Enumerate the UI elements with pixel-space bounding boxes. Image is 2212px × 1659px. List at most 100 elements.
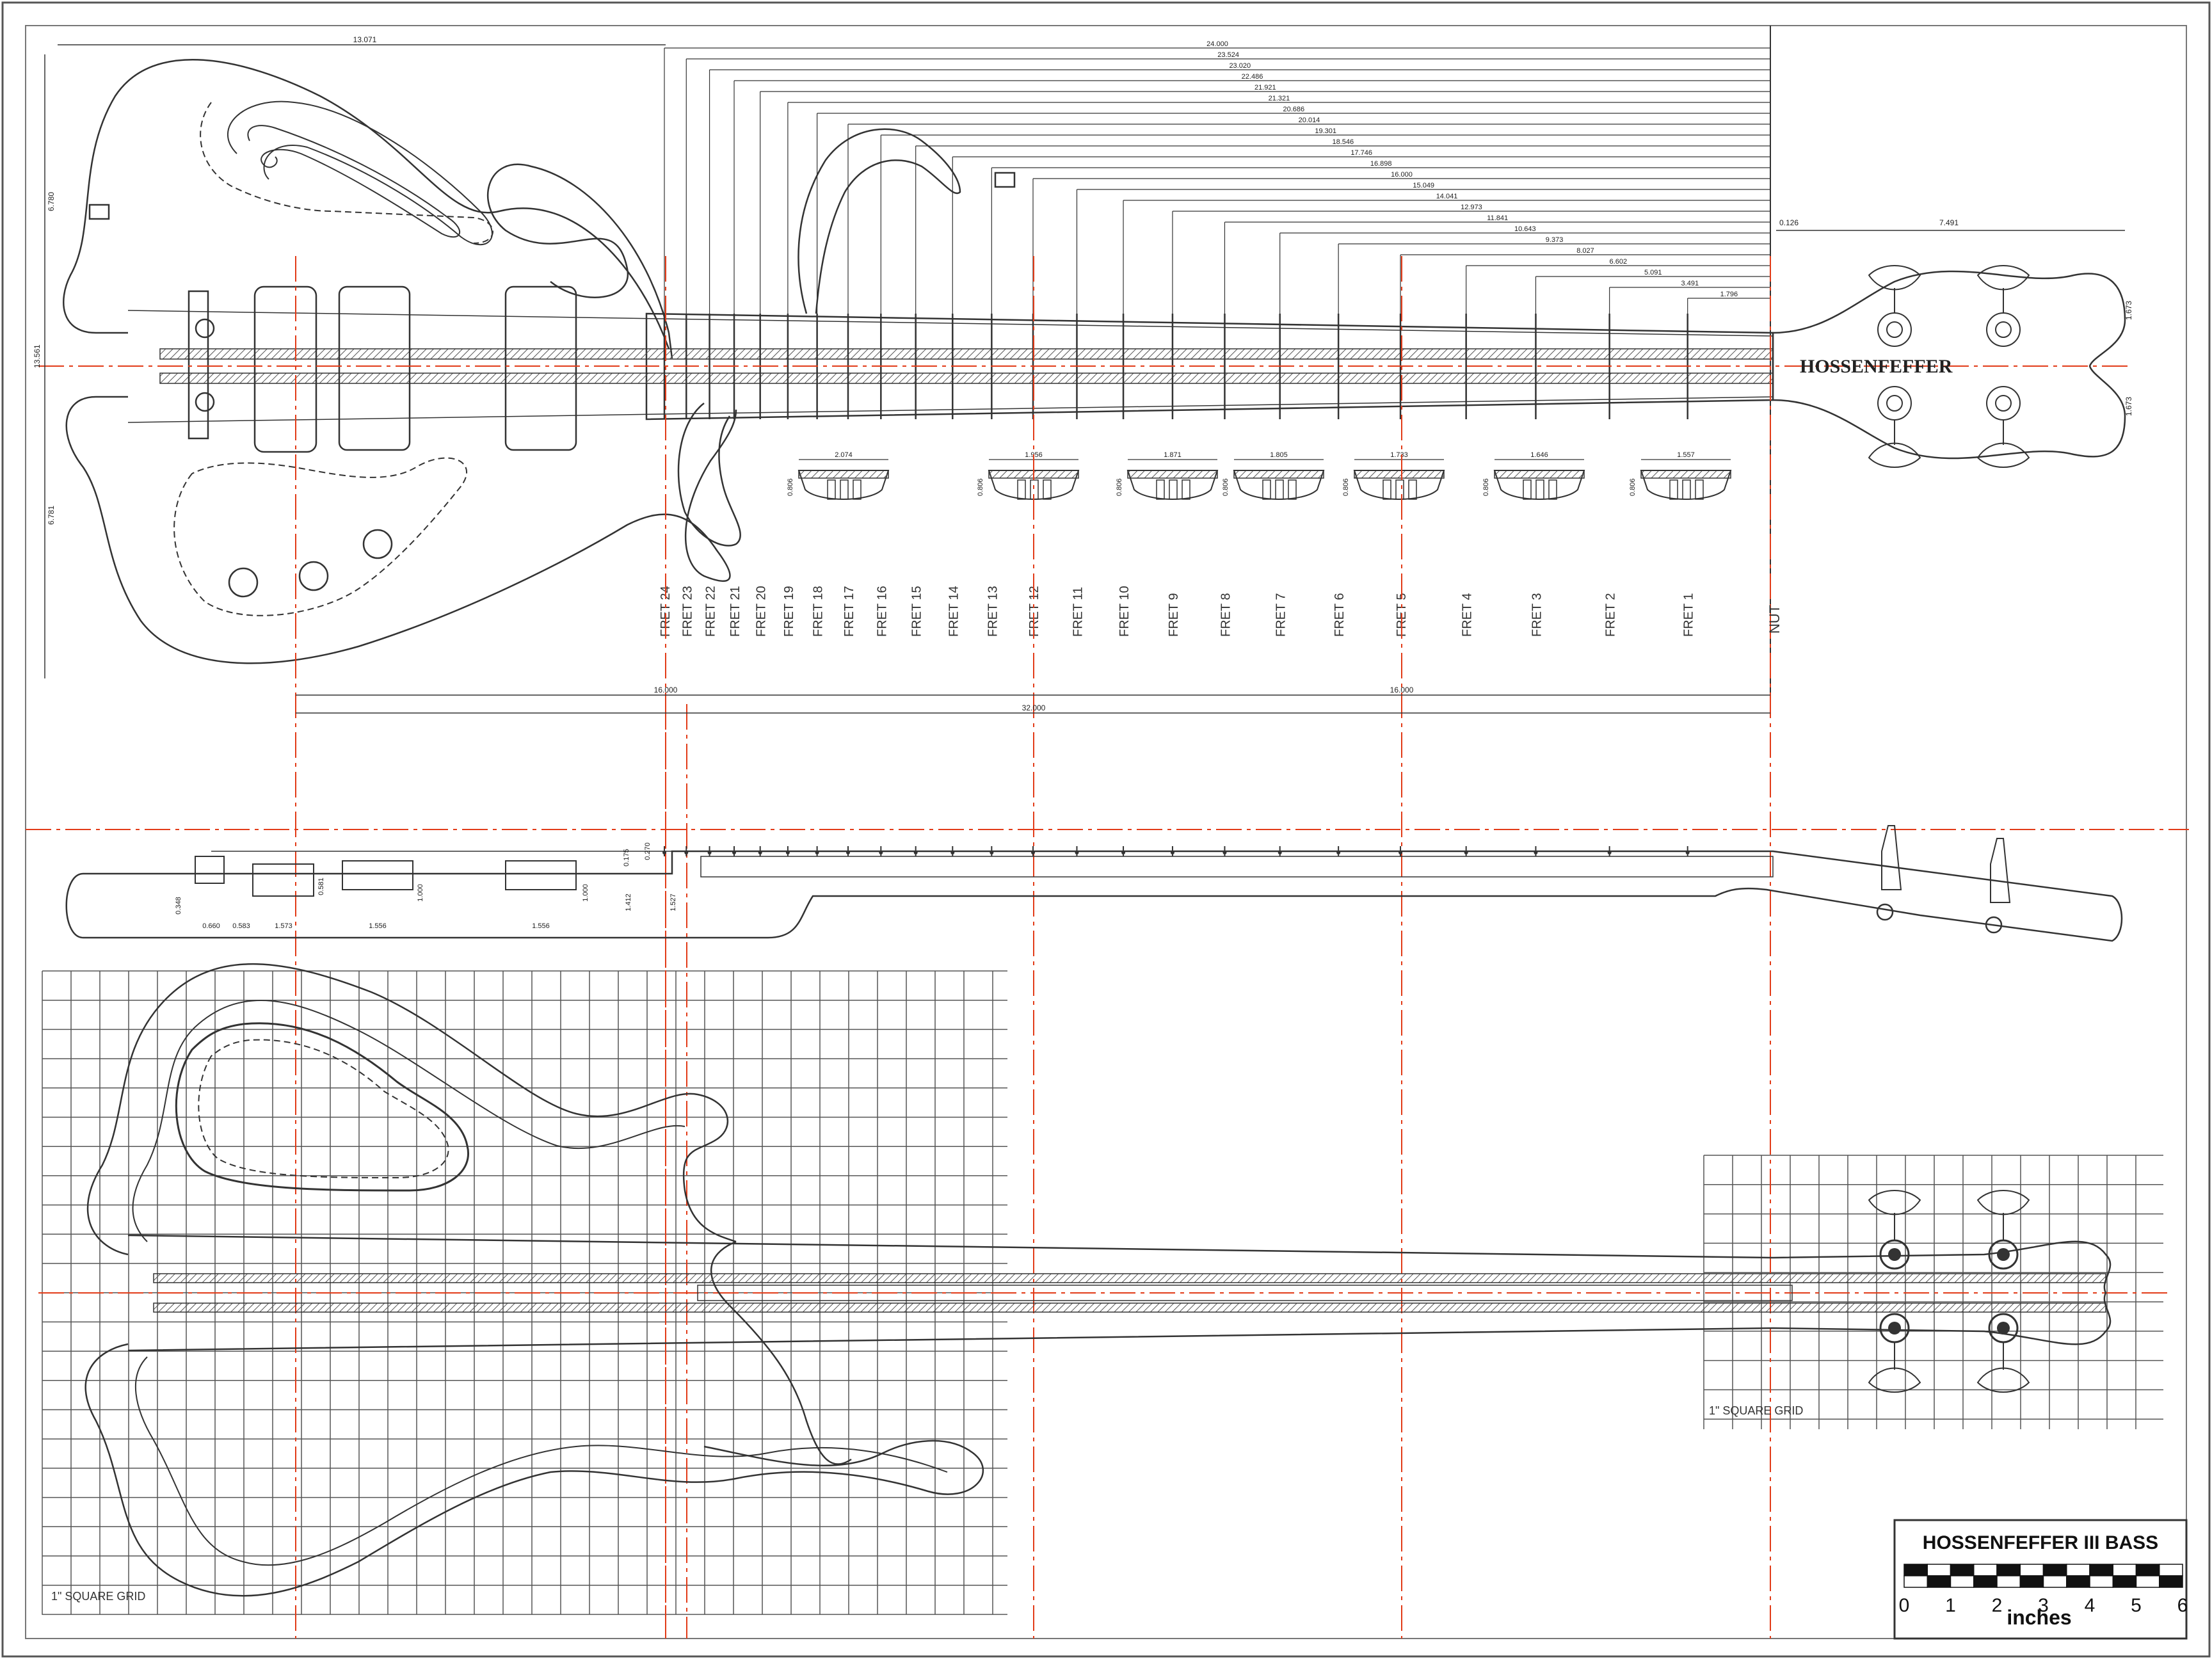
fret-dim-text: 20.014 (1299, 116, 1320, 124)
scale-bar-cell (2089, 1575, 2113, 1588)
fret-label: FRET 17 (842, 586, 856, 637)
fret-label: FRET 20 (755, 586, 769, 637)
side-fret-dot (1607, 851, 1612, 854)
back-tuner-key (1868, 1190, 1921, 1215)
fret-dim-text: 9.373 (1546, 236, 1564, 244)
fret-label: FRET 23 (680, 586, 694, 637)
fret-dim-text: 22.486 (1242, 73, 1263, 81)
side-tuner-post-1 (1881, 825, 1902, 890)
top-side-stud-2 (994, 172, 1016, 188)
scale-bar-cell (1973, 1564, 1998, 1576)
top-pickguard (200, 102, 493, 244)
scale-bar-cell (1973, 1575, 1998, 1588)
side-dim-text: 0.175 (623, 849, 630, 867)
side-fret-dot (684, 851, 689, 854)
inlay-width-text: 1.557 (1677, 451, 1695, 459)
tuner-post (1877, 312, 1912, 347)
headstock-length-text: 7.491 (1939, 218, 1959, 227)
red-vertical-references (295, 256, 1771, 1639)
scale-bar-cell (2019, 1575, 2044, 1588)
side-fret-dot (1278, 851, 1282, 854)
scale-bar-cell (1950, 1575, 1975, 1588)
scale-bar-cell (2066, 1564, 2090, 1576)
side-fret-dot (990, 851, 994, 854)
back-truss-channel-1 (153, 1273, 2106, 1283)
inlay-slot (1156, 479, 1165, 500)
inlay-width-text: 1.733 (1390, 451, 1408, 459)
inlay-height-text: 0.806 (1116, 478, 1123, 496)
back-view (84, 963, 2112, 1597)
fret-label: FRET 2 (1604, 593, 1618, 637)
headstock-logo: HOSSENFEFFER (1800, 356, 1953, 377)
fret-dim-text: 8.027 (1576, 247, 1594, 255)
inlay-slot (1169, 479, 1178, 500)
back-tuner-key (1976, 1190, 2030, 1215)
scale-bar-label: 4 (2085, 1595, 2096, 1616)
fret-dim-text: 11.841 (1487, 214, 1508, 222)
side-fret-dot (1685, 851, 1690, 854)
half-scale-right-text: 16.000 (1390, 685, 1414, 694)
side-fret-dot (879, 851, 883, 854)
fret-label: FRET 16 (875, 586, 889, 637)
headstock-square-grid (1703, 1155, 2163, 1429)
inlay-hatch (1640, 470, 1731, 479)
top-body-inner-upper (227, 100, 493, 246)
side-dim-text: 1.556 (532, 922, 550, 930)
nut-offset-text: 0.126 (1779, 218, 1799, 227)
fret-dim-text: 6.602 (1610, 258, 1628, 266)
inlay-hatch (798, 470, 889, 479)
inlay-height-text: 0.806 (1342, 478, 1350, 496)
fret-label: FRET 12 (1027, 586, 1041, 637)
inlay-height-text: 0.806 (1482, 478, 1490, 496)
back-tuner-hub (1888, 1248, 1901, 1261)
top-body-outer-outline (63, 58, 670, 349)
scale-bar-label: 3 (2038, 1595, 2049, 1616)
top-headstock-outline (1772, 270, 2126, 460)
body-length-text: 13.071 (353, 35, 377, 44)
side-fret-dot (732, 851, 737, 854)
side-fret-dot (950, 851, 955, 854)
top-neck-inner-top (127, 310, 1774, 337)
fret-dim-text: 23.020 (1229, 62, 1251, 70)
inlay-slot (1275, 479, 1284, 500)
scale-bar-cell (2042, 1564, 2067, 1576)
drawing-frame (25, 25, 2187, 1639)
fret-dim-text: 18.546 (1333, 138, 1354, 146)
top-f-hole (247, 125, 461, 238)
side-dim-text: 1.556 (369, 922, 387, 930)
side-dim-text: 0.581 (317, 878, 325, 895)
side-fret-dot (1170, 851, 1174, 854)
inlay-hatch (1354, 470, 1445, 479)
scale-bar-cell (2112, 1564, 2137, 1576)
side-fret-dot (1222, 851, 1227, 854)
fret-label: FRET 1 (1682, 593, 1696, 637)
side-tuner-post-2 (1990, 838, 2011, 903)
side-fret-dot (913, 851, 918, 854)
fret-label: FRET 3 (1530, 593, 1544, 637)
fret-dim-text: 16.000 (1391, 171, 1413, 179)
side-bridge-block (252, 863, 314, 897)
fret-label: FRET 19 (782, 586, 796, 637)
scale-bar-cell (1996, 1564, 2021, 1576)
scale-bar-cell (1903, 1564, 1928, 1576)
fret-dim-text: 14.041 (1436, 193, 1458, 200)
fret-dim-text: 1.796 (1720, 291, 1738, 298)
tuner-post-inner (1995, 321, 2012, 338)
fret-dim-text: 10.643 (1514, 225, 1536, 233)
inlay-slot (1695, 479, 1704, 500)
tuner-post-inner (1886, 395, 1903, 412)
scale-bar-cell (2159, 1564, 2183, 1576)
tuner-post (1877, 386, 1912, 421)
tuner-key (1976, 265, 2030, 291)
top-pickup-bridge (338, 285, 411, 451)
side-fret-dot (1121, 851, 1126, 854)
side-view (65, 825, 2123, 942)
tuner-post (1986, 312, 2021, 347)
top-strap-button-2 (195, 392, 215, 412)
inlay-slot (1382, 479, 1391, 500)
scale-bar-cell (2112, 1575, 2137, 1588)
scale-bar-cell (1927, 1564, 1952, 1576)
